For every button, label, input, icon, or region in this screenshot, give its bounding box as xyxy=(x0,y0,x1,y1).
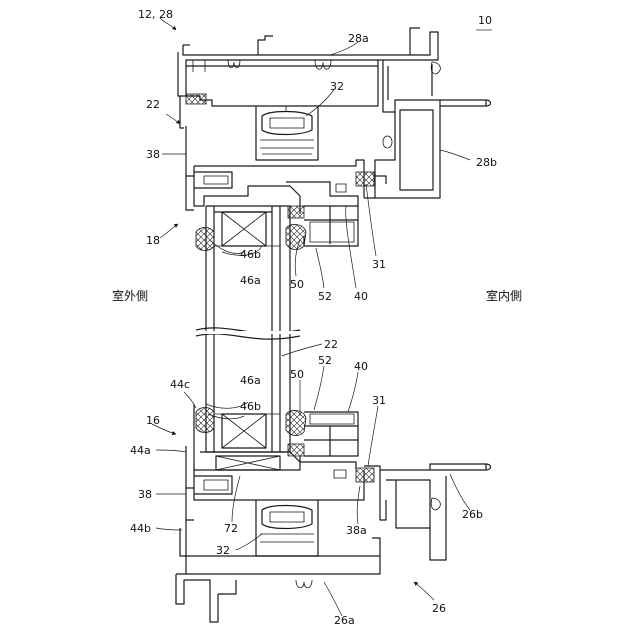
label-44c: 44c xyxy=(170,378,190,391)
label-38a: 38a xyxy=(346,524,367,537)
label-46b-top: 46b xyxy=(240,248,261,261)
reference-labels: 12, 28 10 28a 32 22 28b 38 18 46b 46a 50… xyxy=(112,8,522,627)
label-12-28: 12, 28 xyxy=(138,8,173,21)
label-31-bottom: 31 xyxy=(372,394,386,407)
label-44a: 44a xyxy=(130,444,151,457)
label-46b-bottom: 46b xyxy=(240,400,261,413)
label-16: 16 xyxy=(146,414,160,427)
label-40-bottom: 40 xyxy=(354,360,368,373)
label-50-bottom: 50 xyxy=(290,368,304,381)
figure-number: 10 xyxy=(478,14,492,27)
label-52-bottom: 52 xyxy=(318,354,332,367)
outdoor-side-label: 室外側 xyxy=(112,288,148,303)
label-26b: 26b xyxy=(462,508,483,521)
label-26: 26 xyxy=(432,602,446,615)
label-50-top: 50 xyxy=(290,278,304,291)
leader-lines xyxy=(152,18,492,616)
label-31-top: 31 xyxy=(372,258,386,271)
label-46a-bottom: 46a xyxy=(240,374,261,387)
label-40-top: 40 xyxy=(354,290,368,303)
label-46a-top: 46a xyxy=(240,274,261,287)
label-28a: 28a xyxy=(348,32,369,45)
label-44b: 44b xyxy=(130,522,151,535)
label-32-bottom: 32 xyxy=(216,544,230,557)
label-38-top: 38 xyxy=(146,148,160,161)
label-52-top: 52 xyxy=(318,290,332,303)
label-18: 18 xyxy=(146,234,160,247)
indoor-side-label: 室内側 xyxy=(486,288,522,303)
label-38-bottom: 38 xyxy=(138,488,152,501)
label-28b: 28b xyxy=(476,156,497,169)
label-22-mid: 22 xyxy=(324,338,338,351)
label-26a: 26a xyxy=(334,614,355,627)
label-22-top: 22 xyxy=(146,98,160,111)
label-32-top: 32 xyxy=(330,80,344,93)
label-72: 72 xyxy=(224,522,238,535)
